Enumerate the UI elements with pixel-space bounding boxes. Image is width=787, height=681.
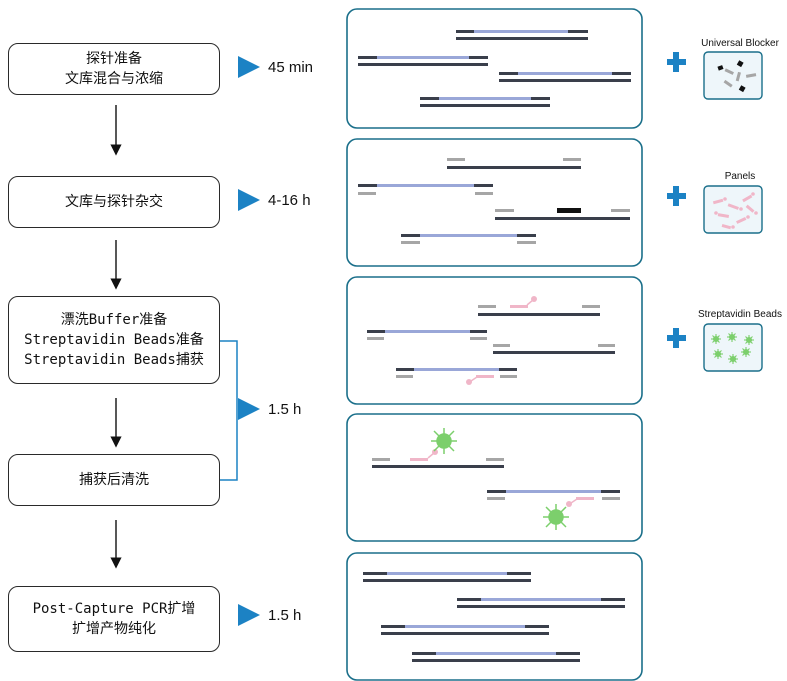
duration-label-4-16h: 4-16 h xyxy=(268,192,311,209)
duration-label-capture: 1.5 h xyxy=(268,401,302,418)
panel-library-blocker xyxy=(346,8,643,129)
step-text: 探针准备 xyxy=(86,51,142,67)
library-fragment-blocked xyxy=(401,234,536,244)
triangle-marker xyxy=(238,604,260,626)
triangle-marker xyxy=(238,189,260,211)
triangle-marker xyxy=(238,398,260,420)
streptavidin-bead-icon xyxy=(543,504,569,530)
library-fragment-blocked xyxy=(367,330,487,340)
pcr-product xyxy=(381,625,549,635)
library-fragment-blocked xyxy=(358,184,493,195)
streptavidin-bead-icon xyxy=(711,332,754,364)
pcr-product xyxy=(457,598,625,608)
plus-icon xyxy=(667,186,686,206)
blocker-oligo-icon xyxy=(717,60,757,93)
step-box-probe-prep: 探针准备 文库混合与浓缩 xyxy=(8,43,220,95)
library-fragment xyxy=(499,72,631,82)
library-fragment xyxy=(358,56,488,66)
step-box-pcr: Post-Capture PCR扩增 扩增产物纯化 xyxy=(8,586,220,652)
library-fragment-blocked xyxy=(447,158,581,169)
step-text: 捕获后清洗 xyxy=(79,472,149,488)
duration-label-pcr: 1.5 h xyxy=(268,607,302,624)
probe-hybrid xyxy=(396,368,517,385)
step-box-capture: 漂洗Buffer准备 Streptavidin Beads准备 Streptav… xyxy=(8,296,220,384)
panel-bead-bound xyxy=(346,413,643,542)
panel-probe-icon xyxy=(712,192,758,230)
library-fragment xyxy=(456,30,588,40)
pcr-product xyxy=(363,572,531,582)
panel-hybridization xyxy=(346,138,643,267)
duration-label-45min: 45 min xyxy=(268,59,314,76)
bracket-line xyxy=(220,340,238,481)
plus-icon xyxy=(667,52,686,72)
library-fragment xyxy=(420,97,550,107)
bead-bound-fragment xyxy=(487,490,620,507)
step-box-hybridization: 文库与探针杂交 xyxy=(8,176,220,228)
library-fragment-blocked xyxy=(495,208,630,220)
step-text: 文库混合与浓缩 xyxy=(65,71,163,87)
bead-bound-fragment xyxy=(372,449,504,468)
panel-streptavidin-capture xyxy=(346,276,643,405)
reagent-label-streptavidin-beads: Streptavidin Beads xyxy=(698,309,782,320)
streptavidin-bead-icon xyxy=(431,428,457,454)
step-text: Streptavidin Beads准备 xyxy=(24,332,204,348)
step-text: 扩增产物纯化 xyxy=(72,621,156,637)
reagent-box-universal-blocker xyxy=(703,51,763,100)
step-box-post-capture-wash: 捕获后清洗 xyxy=(8,454,220,506)
step-text: 漂洗Buffer准备 xyxy=(60,312,168,328)
plus-icon xyxy=(667,328,686,348)
step-text: Streptavidin Beads捕获 xyxy=(24,352,204,368)
pcr-product xyxy=(412,652,580,662)
reagent-label-panels: Panels xyxy=(724,171,756,182)
probe-hybrid xyxy=(478,296,600,316)
reagent-label-universal-blocker: Universal Blocker xyxy=(701,38,779,49)
step-text: Post-Capture PCR扩增 xyxy=(32,601,196,617)
panel-pcr-products xyxy=(346,552,643,681)
step-text: 文库与探针杂交 xyxy=(65,194,163,210)
triangle-marker xyxy=(238,56,260,78)
library-fragment-blocked xyxy=(493,344,615,354)
